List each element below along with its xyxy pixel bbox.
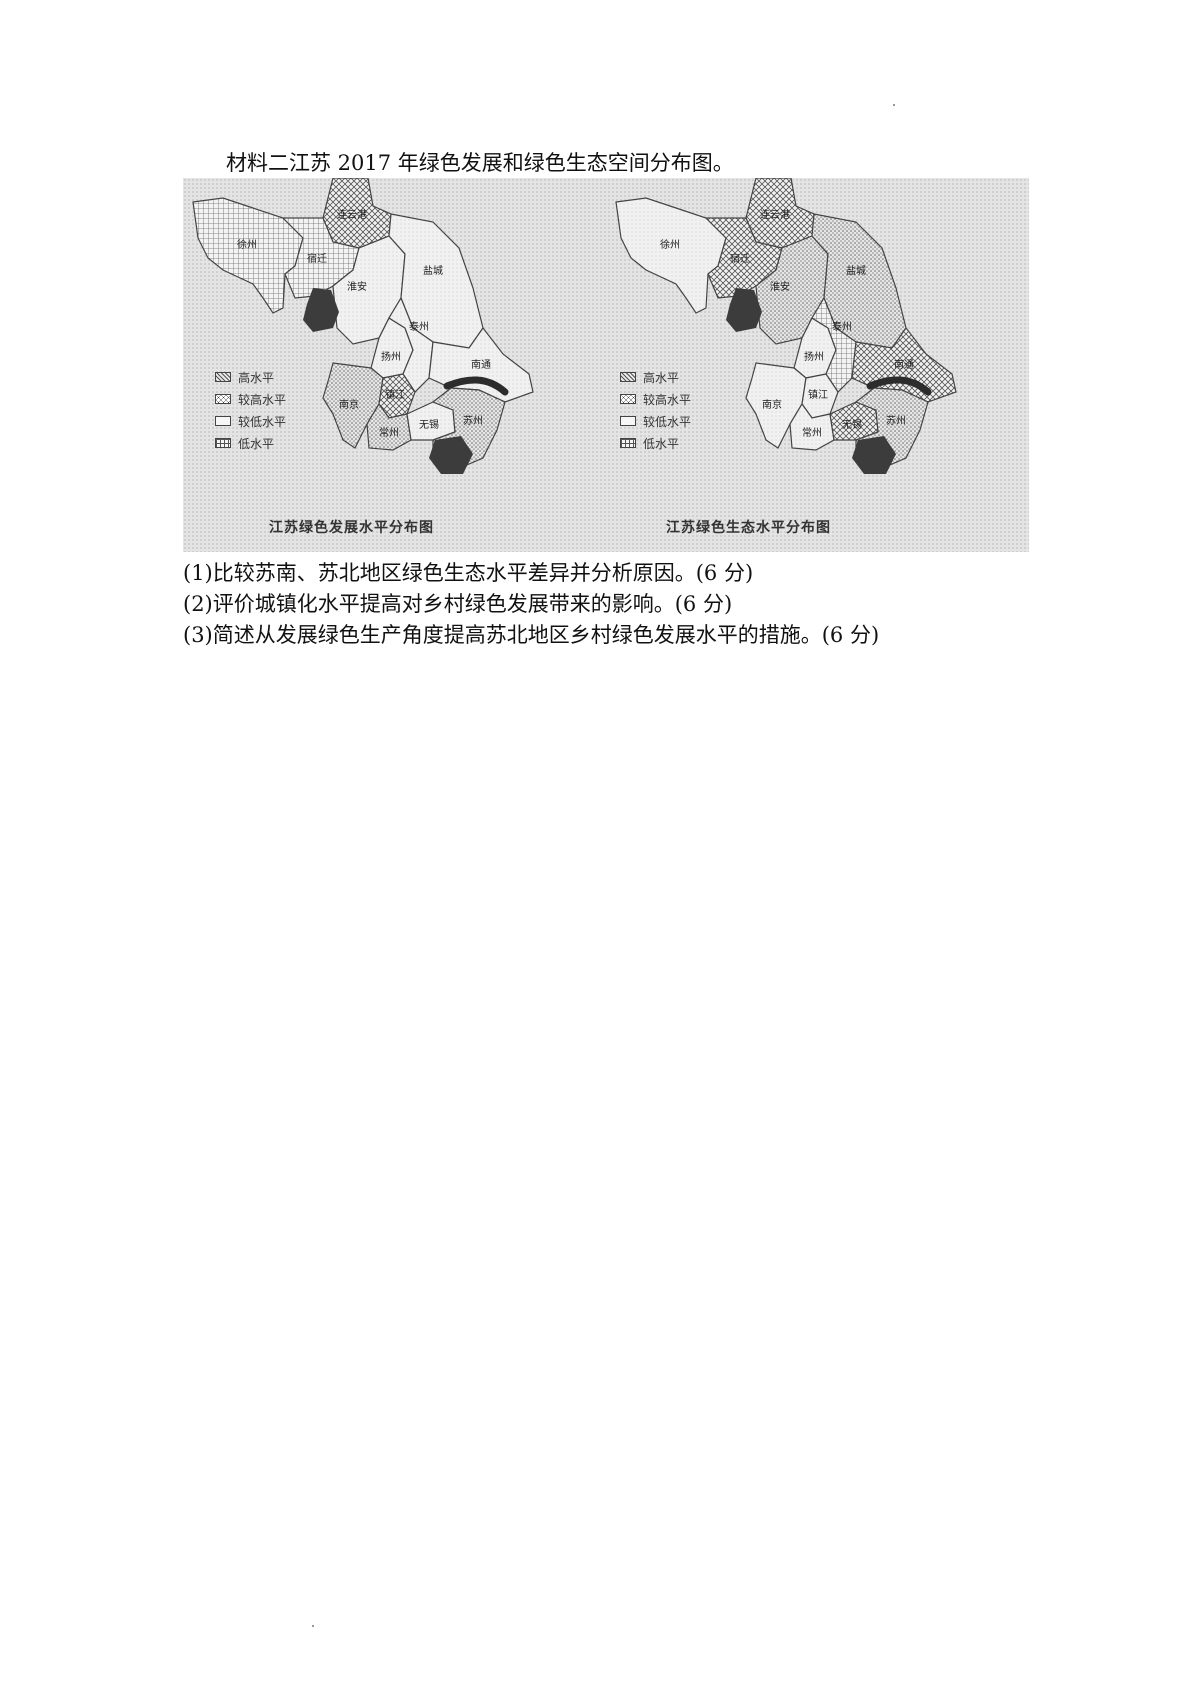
yangtze-river — [443, 376, 509, 396]
green-ecology-map: 徐州 连云港 宿迁 淮安 盐城 扬州 泰州 南通 南京 镇江 常州 无锡 苏州 … — [606, 178, 1029, 552]
material-title: 材料二江苏 2017 年绿色发展和绿色生态空间分布图。 — [226, 151, 734, 175]
city-label-wuxi: 无锡 — [419, 418, 439, 431]
city-label-changzhou: 常州 — [802, 426, 822, 439]
region-nanjing — [745, 362, 807, 449]
city-label-taizhou: 泰州 — [832, 320, 852, 333]
question-item: (3)简述从发展绿色生产角度提高苏北地区乡村绿色发展水平的措施。(6 分) — [183, 623, 880, 647]
map-figure: 徐州 连云港 宿迁 淮安 盐城 扬州 泰州 南通 南京 镇江 常州 无锡 苏州 … — [183, 178, 1029, 552]
scan-speck — [312, 1625, 314, 1627]
legend-swatch-low — [215, 438, 231, 448]
legend-label: 低水平 — [238, 436, 275, 451]
region-xuzhou — [615, 197, 727, 314]
city-label-yangzhou: 扬州 — [381, 350, 401, 363]
question-item: (2)评价城镇化水平提高对乡村绿色发展带来的影响。(6 分) — [183, 592, 733, 616]
legend-item-mid-low: 较低水平 — [620, 410, 691, 432]
legend-swatch-mid-high — [620, 394, 636, 404]
city-label-yancheng: 盐城 — [423, 264, 443, 277]
taihu-lake — [852, 436, 896, 474]
city-label-suzhou: 苏州 — [886, 414, 906, 427]
map-caption: 江苏绿色发展水平分布图 — [269, 520, 434, 536]
legend-swatch-mid-high — [215, 394, 231, 404]
city-label-nanjing: 南京 — [762, 398, 782, 411]
city-label-nantong: 南通 — [894, 358, 914, 371]
map-caption: 江苏绿色生态水平分布图 — [666, 520, 831, 536]
legend-swatch-high — [215, 372, 231, 382]
legend-label: 较低水平 — [238, 414, 287, 429]
legend-item-high: 高水平 — [215, 366, 286, 388]
hongze-lake — [303, 288, 339, 332]
region-xuzhou — [192, 197, 304, 314]
taihu-lake — [429, 436, 473, 474]
region-changzhou — [789, 402, 835, 451]
legend-item-mid-low: 较低水平 — [215, 410, 286, 432]
legend-item-low: 低水平 — [215, 432, 286, 454]
city-label-lianyungang: 连云港 — [337, 208, 367, 221]
city-label-yancheng: 盐城 — [846, 264, 866, 277]
hongze-lake — [726, 288, 762, 332]
map-legend: 高水平 较高水平 较低水平 低水平 — [620, 366, 691, 454]
city-label-suzhou: 苏州 — [463, 414, 483, 427]
scan-speck — [893, 104, 895, 106]
yangtze-river — [866, 376, 932, 396]
city-label-nantong: 南通 — [471, 358, 491, 371]
question-list: (1)比较苏南、苏北地区绿色生态水平差异并分析原因。(6 分) (2)评价城镇化… — [183, 558, 879, 651]
legend-label: 高水平 — [238, 370, 275, 385]
legend-item-mid-high: 较高水平 — [215, 388, 286, 410]
map-legend: 高水平 较高水平 较低水平 低水平 — [215, 366, 286, 454]
city-label-wuxi: 无锡 — [842, 418, 862, 431]
legend-swatch-high — [620, 372, 636, 382]
city-label-huaian: 淮安 — [770, 280, 790, 293]
city-label-zhenjiang: 镇江 — [808, 388, 828, 401]
city-label-lianyungang: 连云港 — [760, 208, 790, 221]
jiangsu-map-development: 徐州 连云港 宿迁 淮安 盐城 扬州 泰州 南通 南京 镇江 常州 无锡 苏州 — [192, 178, 534, 474]
legend-swatch-mid-low — [215, 416, 231, 426]
legend-swatch-low — [620, 438, 636, 448]
green-development-map: 徐州 连云港 宿迁 淮安 盐城 扬州 泰州 南通 南京 镇江 常州 无锡 苏州 … — [183, 178, 606, 552]
region-nanjing — [322, 362, 384, 449]
city-label-xuzhou: 徐州 — [660, 238, 680, 251]
city-label-nanjing: 南京 — [339, 398, 359, 411]
city-label-taizhou: 泰州 — [409, 320, 429, 333]
legend-item-mid-high: 较高水平 — [620, 388, 691, 410]
city-label-huaian: 淮安 — [347, 280, 367, 293]
city-label-suqian: 宿迁 — [307, 252, 327, 265]
legend-item-high: 高水平 — [620, 366, 691, 388]
city-label-suqian: 宿迁 — [730, 252, 750, 265]
region-changzhou — [366, 402, 412, 451]
city-label-zhenjiang: 镇江 — [385, 388, 405, 401]
legend-label: 低水平 — [643, 436, 680, 451]
legend-label: 高水平 — [643, 370, 680, 385]
legend-label: 较高水平 — [238, 392, 287, 407]
legend-label: 较低水平 — [643, 414, 692, 429]
jiangsu-map-ecology: 徐州 连云港 宿迁 淮安 盐城 扬州 泰州 南通 南京 镇江 常州 无锡 苏州 — [615, 178, 957, 474]
city-label-changzhou: 常州 — [379, 426, 399, 439]
question-item: (1)比较苏南、苏北地区绿色生态水平差异并分析原因。(6 分) — [183, 561, 754, 585]
legend-item-low: 低水平 — [620, 432, 691, 454]
city-label-xuzhou: 徐州 — [237, 238, 257, 251]
city-label-yangzhou: 扬州 — [804, 350, 824, 363]
legend-swatch-mid-low — [620, 416, 636, 426]
legend-label: 较高水平 — [643, 392, 692, 407]
